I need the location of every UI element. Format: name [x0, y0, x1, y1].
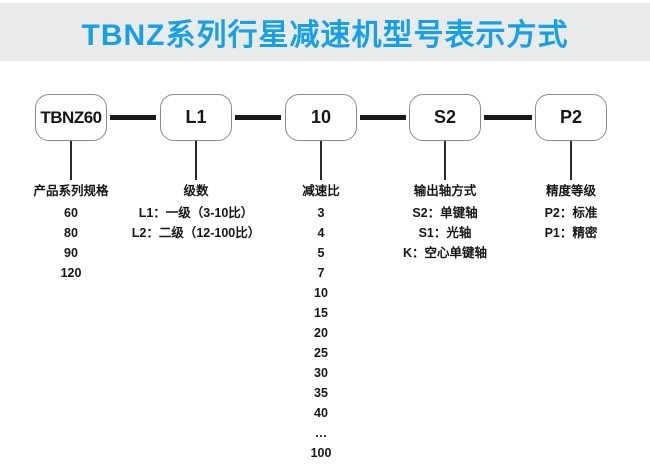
series-option: 90	[64, 246, 78, 260]
page-title: TBNZ系列行星减速机型号表示方式	[81, 19, 569, 52]
ratio-option: 10	[314, 286, 328, 300]
column-title-shaft: 输出轴方式	[413, 184, 477, 198]
stem-line-precision	[570, 141, 572, 180]
ratio-option: 5	[317, 246, 325, 260]
label-column-series: 产品系列规格 60 80 90 120	[11, 183, 131, 283]
connector-line-1	[110, 115, 156, 120]
ratio-option: 4	[317, 226, 325, 240]
ratio-option: 20	[314, 326, 328, 340]
column-title-precision: 精度等级	[545, 184, 596, 198]
node-box-series: TBNZ60	[35, 94, 107, 141]
label-column-precision: 精度等级 P2：标准 P1：精密	[511, 183, 631, 243]
node-code-shaft: S2	[433, 107, 457, 127]
series-option: 120	[60, 266, 82, 280]
ratio-option: 30	[314, 366, 328, 380]
stem-line-stage	[195, 141, 197, 180]
node-code-stage: L1	[185, 107, 207, 127]
stem-line-shaft	[444, 141, 446, 180]
header-bar: TBNZ系列行星减速机型号表示方式	[0, 3, 650, 61]
stem-line-ratio	[320, 141, 322, 180]
stage-option: L2：二级（12-100比）	[131, 226, 261, 240]
label-column-ratio: 减速比 3 4 5 7 10 15 20 25 30 35 40 … 100	[271, 183, 371, 463]
series-option: 80	[64, 226, 78, 240]
connector-line-4	[484, 115, 532, 120]
precision-option: P1：精密	[544, 226, 598, 240]
label-column-stage: 级数 L1：一级（3-10比） L2：二级（12-100比）	[126, 183, 266, 243]
node-box-stage: L1	[160, 94, 232, 141]
series-option: 60	[64, 206, 78, 220]
ratio-option: 35	[314, 386, 328, 400]
shaft-option: S1：光轴	[418, 226, 472, 240]
node-box-precision: P2	[535, 94, 607, 141]
column-title-ratio: 减速比	[302, 184, 340, 198]
node-box-shaft: S2	[409, 94, 481, 141]
node-code-series: TBNZ60	[40, 107, 102, 127]
connector-line-3	[360, 115, 406, 120]
ratio-option: 40	[314, 406, 328, 420]
column-title-stage: 级数	[183, 184, 209, 198]
shaft-option: S2：单键轴	[412, 206, 478, 220]
stage-option: L1：一级（3-10比）	[138, 206, 254, 220]
node-code-ratio: 10	[310, 107, 332, 127]
label-column-shaft: 输出轴方式 S2：单键轴 S1：光轴 K：空心单键轴	[375, 183, 515, 263]
ratio-option: 25	[314, 346, 328, 360]
node-box-ratio: 10	[285, 94, 357, 141]
shaft-option: K：空心单键轴	[402, 246, 488, 260]
stem-line-series	[70, 141, 72, 180]
ratio-option: 3	[317, 206, 325, 220]
ratio-option: 100	[310, 446, 332, 460]
precision-option: P2：标准	[544, 206, 598, 220]
connector-line-2	[235, 115, 281, 120]
ratio-option: 15	[314, 306, 328, 320]
ratio-option-ellipsis: …	[314, 426, 328, 440]
node-code-precision: P2	[559, 107, 583, 127]
column-title-series: 产品系列规格	[33, 184, 109, 198]
ratio-option: 7	[317, 266, 325, 280]
